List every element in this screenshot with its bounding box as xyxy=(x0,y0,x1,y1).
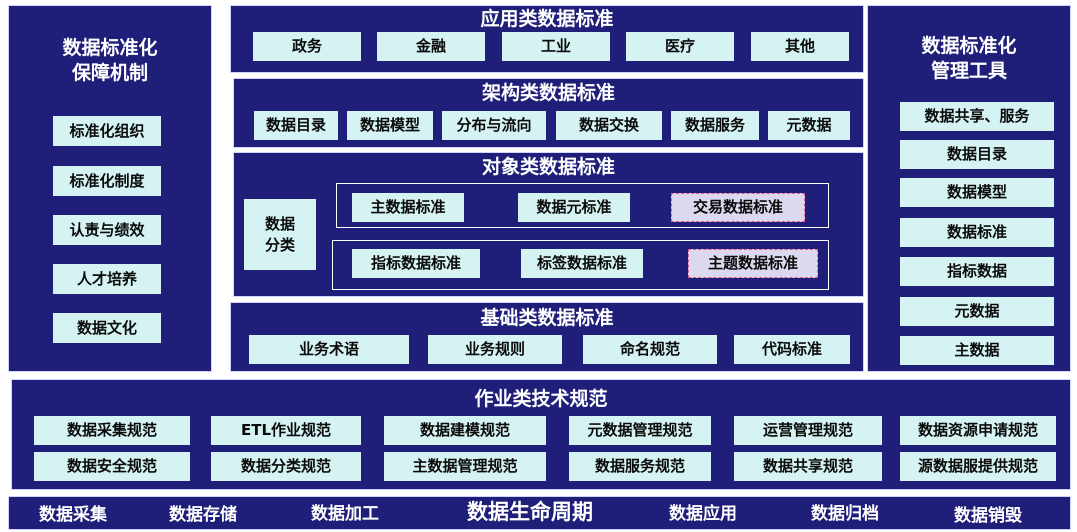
basic-standards-panel: 基础类数据标准 业务术语 业务规则 命名规范 代码标准 xyxy=(230,302,864,372)
op-item-collection: 数据采集规范 xyxy=(34,416,190,445)
architecture-standards-panel: 架构类数据标准 数据目录 数据模型 分布与流向 数据交换 数据服务 元数据 xyxy=(233,78,864,148)
arch-item-exchange: 数据交换 xyxy=(556,111,662,140)
lifecycle-title: 数据生命周期 xyxy=(467,500,593,524)
lifecycle-stage-destroy: 数据销毁 xyxy=(954,506,1022,526)
left-item-accountability: 认责与绩效 xyxy=(53,215,161,245)
arch-item-catalog: 数据目录 xyxy=(254,111,338,140)
object-item-master-data: 主数据标准 xyxy=(352,193,464,222)
arch-item-model: 数据模型 xyxy=(347,111,433,140)
tool-item-metadata: 元数据 xyxy=(900,297,1054,326)
tool-item-catalog: 数据目录 xyxy=(900,140,1054,169)
tool-item-sharing-service: 数据共享、服务 xyxy=(900,102,1054,131)
arch-item-distribution: 分布与流向 xyxy=(442,111,546,140)
op-item-service: 数据服务规范 xyxy=(569,452,711,481)
lifecycle-stage-store: 数据存储 xyxy=(169,505,237,525)
tool-item-master-data: 主数据 xyxy=(900,336,1054,365)
app-item-other: 其他 xyxy=(751,32,849,61)
lifecycle-bar: 数据采集 数据存储 数据加工 数据生命周期 数据应用 数据归档 数据销毁 xyxy=(8,496,1071,530)
arch-item-service: 数据服务 xyxy=(671,111,759,140)
arch-item-metadata: 元数据 xyxy=(768,111,850,140)
operation-title: 作业类技术规范 xyxy=(474,388,608,410)
app-item-medical: 医疗 xyxy=(626,32,734,61)
basic-item-business-rules: 业务规则 xyxy=(428,335,562,364)
op-item-metadata-mgmt: 元数据管理规范 xyxy=(569,416,711,445)
app-item-industry: 工业 xyxy=(502,32,610,61)
object-row1-frame xyxy=(336,183,829,228)
op-item-source-provision: 源数据服提供规范 xyxy=(900,452,1056,481)
left-item-policy: 标准化制度 xyxy=(53,166,161,196)
lifecycle-stage-collect: 数据采集 xyxy=(39,505,107,525)
architecture-title: 架构类数据标准 xyxy=(481,82,615,104)
tool-item-indicator: 指标数据 xyxy=(900,257,1054,286)
operation-specs-panel: 作业类技术规范 数据采集规范 ETL作业规范 数据建模规范 元数据管理规范 运营… xyxy=(11,379,1071,490)
object-title: 对象类数据标准 xyxy=(481,156,615,178)
op-item-security: 数据安全规范 xyxy=(34,452,190,481)
op-item-modeling: 数据建模规范 xyxy=(384,416,546,445)
basic-title: 基础类数据标准 xyxy=(480,307,614,329)
op-item-master-data-mgmt: 主数据管理规范 xyxy=(384,452,546,481)
object-item-topic-data: 主题数据标准 xyxy=(688,249,818,278)
tool-item-model: 数据模型 xyxy=(900,178,1054,207)
app-item-government: 政务 xyxy=(253,32,361,61)
right-panel-management-tools: 数据标准化 管理工具 数据共享、服务 数据目录 数据模型 数据标准 指标数据 元… xyxy=(867,5,1071,372)
lifecycle-stage-process: 数据加工 xyxy=(311,504,379,524)
left-panel-title: 数据标准化 保障机制 xyxy=(62,37,158,84)
left-item-org: 标准化组织 xyxy=(53,116,161,146)
object-item-tag-data: 标签数据标准 xyxy=(521,249,643,278)
basic-item-code-standard: 代码标准 xyxy=(734,335,850,364)
op-item-sharing: 数据共享规范 xyxy=(734,452,882,481)
lifecycle-stage-archive: 数据归档 xyxy=(811,504,879,524)
app-item-finance: 金融 xyxy=(377,32,485,61)
object-row2-frame xyxy=(332,240,829,290)
op-item-classification: 数据分类规范 xyxy=(211,452,361,481)
op-item-ops-mgmt: 运营管理规范 xyxy=(734,416,882,445)
left-item-culture: 数据文化 xyxy=(53,313,161,343)
basic-item-business-terms: 业务术语 xyxy=(249,335,409,364)
tool-item-standard: 数据标准 xyxy=(900,218,1054,247)
object-standards-panel: 对象类数据标准 数据 分类 主数据标准 数据元标准 交易数据标准 指标数据标准 … xyxy=(233,152,864,297)
application-standards-panel: 应用类数据标准 政务 金融 工业 医疗 其他 xyxy=(230,5,864,73)
object-item-transaction-data: 交易数据标准 xyxy=(671,193,805,222)
right-panel-title: 数据标准化 管理工具 xyxy=(921,35,1017,82)
object-item-data-element: 数据元标准 xyxy=(518,193,630,222)
object-classify-label: 数据 分类 xyxy=(244,199,316,270)
op-item-etl: ETL作业规范 xyxy=(211,416,361,445)
op-item-resource-request: 数据资源申请规范 xyxy=(900,416,1056,445)
left-panel-guarantee-mechanism: 数据标准化 保障机制 标准化组织 标准化制度 认责与绩效 人才培养 数据文化 xyxy=(8,5,212,372)
application-title: 应用类数据标准 xyxy=(480,8,614,30)
lifecycle-stage-apply: 数据应用 xyxy=(669,504,737,524)
object-item-indicator-data: 指标数据标准 xyxy=(352,249,480,278)
basic-item-naming: 命名规范 xyxy=(583,335,717,364)
left-item-talent: 人才培养 xyxy=(53,264,161,294)
